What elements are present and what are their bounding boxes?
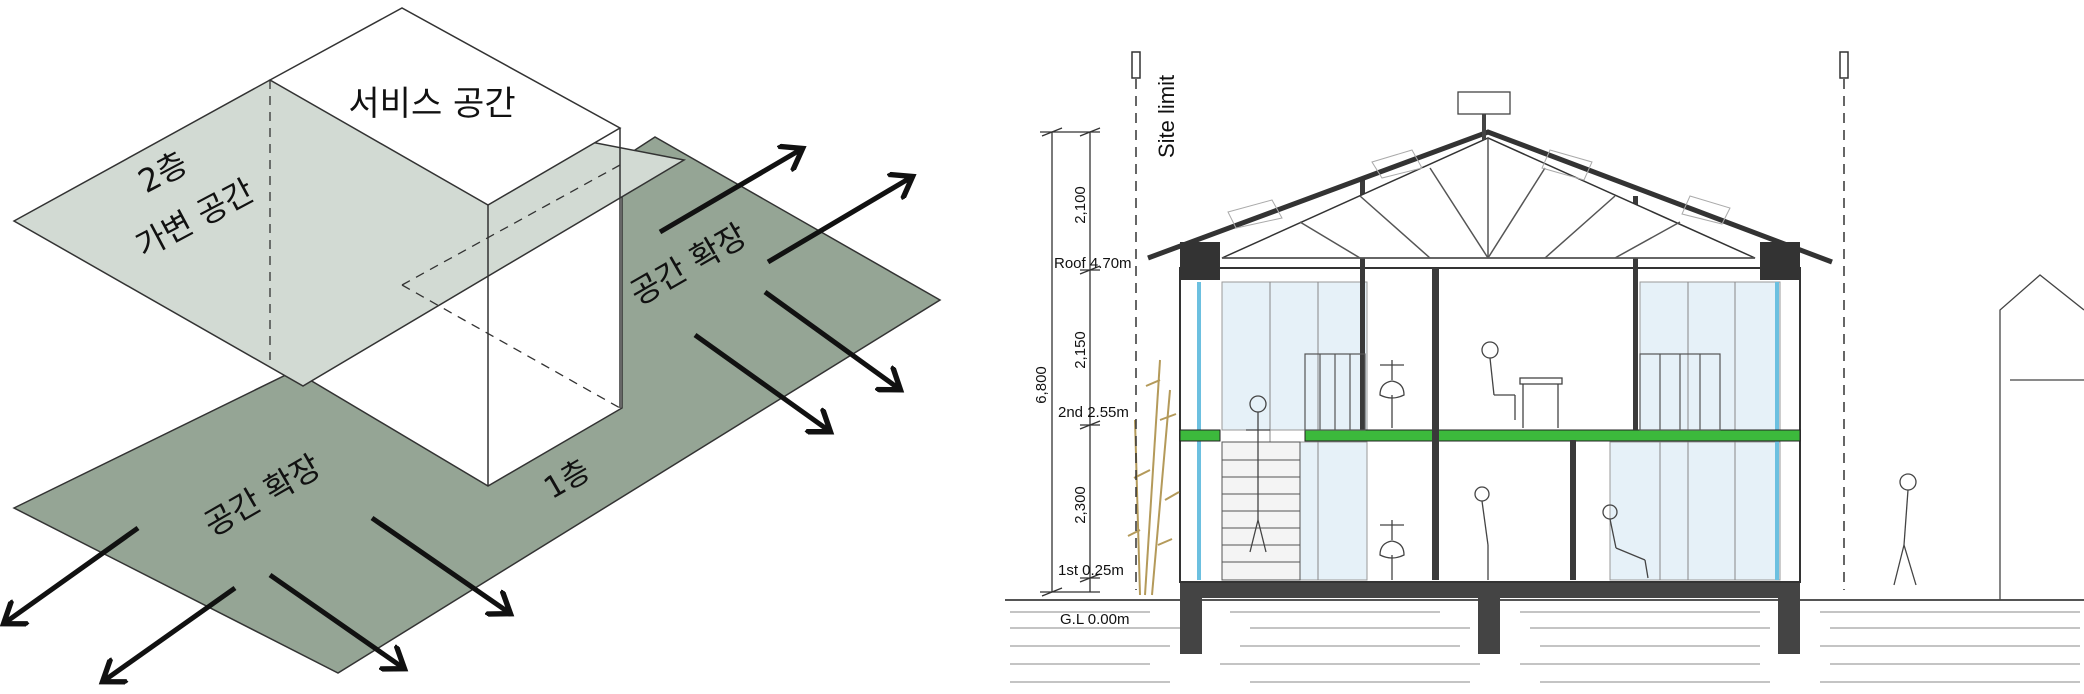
column: [1633, 196, 1638, 430]
glass-panel: [1221, 281, 1368, 431]
building-section: Site limit 6,800 2,100 2,150 2,300 Roof …: [1005, 51, 2084, 683]
foundation-slab: [1180, 580, 1800, 598]
ground-hatch: [1010, 611, 2080, 683]
eave-block: [1760, 242, 1800, 280]
roof-panels: [1227, 149, 1731, 229]
level-label-gl: G.L 0.00m: [1060, 611, 1129, 628]
dim-upper: 2,100: [1072, 186, 1089, 224]
railing: [1304, 353, 1721, 431]
roof-line: [1147, 129, 1833, 265]
axonometric-diagram: 서비스 공간 2층 가변 공간 공간 확장 1층 공간 확장: [6, 7, 942, 680]
expansion-arrow: [105, 585, 237, 680]
second-floor-slab: [1179, 429, 1221, 442]
column: [1432, 268, 1439, 580]
service-space-label: 서비스 공간: [348, 84, 515, 124]
second-floor-slab: [1304, 429, 1801, 442]
glass-panel: [1639, 281, 1781, 431]
hidden-edge: [401, 284, 621, 409]
eave-block: [1180, 242, 1220, 280]
bamboo-plant: [1127, 359, 1180, 596]
expansion-arrow: [766, 178, 910, 265]
level-label-1st: 1st 0.25m: [1058, 562, 1124, 579]
glass-panel: [1609, 441, 1781, 581]
dimension-lines: [1040, 127, 1101, 597]
figures: [1246, 274, 2084, 600]
staircase: [1221, 441, 1301, 581]
expansion-arrow: [658, 150, 800, 235]
level-label-roof: Roof 4.70m: [1054, 255, 1132, 272]
dim-middle: 2,150: [1072, 331, 1089, 369]
level-label-2nd: 2nd 2.55m: [1058, 404, 1129, 421]
site-limit-label: Site limit: [1154, 75, 1179, 158]
column: [1360, 180, 1365, 430]
footing: [1180, 596, 1202, 654]
footing: [1778, 596, 1800, 654]
expansion-arrow: [268, 572, 402, 667]
dim-total: 6,800: [1033, 366, 1050, 404]
column: [1570, 440, 1576, 580]
site-limit-marker: [1839, 51, 1849, 79]
chimney: [1457, 91, 1511, 115]
expansion-arrow: [6, 525, 140, 622]
truss-members: [1222, 138, 1755, 259]
site-limit-marker: [1131, 51, 1141, 79]
dim-lower: 2,300: [1072, 486, 1089, 524]
expansion-arrow: [693, 332, 828, 430]
footing: [1478, 596, 1500, 654]
expansion-arrow: [763, 289, 898, 388]
expansion-arrow: [370, 515, 508, 612]
